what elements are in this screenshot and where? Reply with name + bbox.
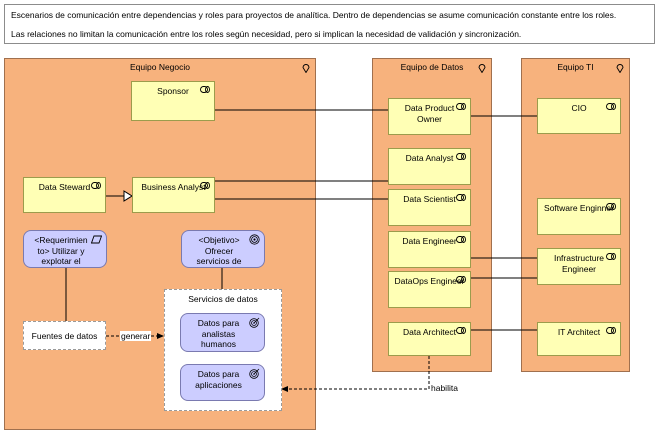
role-label: Data Architect [403, 327, 456, 337]
goal-label: <Objetivo> Ofrecer servicios de [196, 235, 242, 267]
group-title-negocio: Equipo Negocio [129, 62, 190, 72]
business-role-icon [456, 103, 466, 110]
note-line-2: Las relaciones no limitan la comunicació… [11, 29, 522, 40]
business-role-icon [456, 276, 466, 283]
business-role-icon [456, 153, 466, 160]
business-role-icon [91, 182, 101, 189]
edge-label-habilita: habilita [430, 383, 459, 393]
role-label: Software Enginner [544, 203, 614, 213]
specialization-arrowhead [123, 190, 133, 202]
goal-target-icon [249, 234, 260, 245]
fuentes-label: Fuentes de datos [31, 330, 98, 341]
role-sponsor[interactable]: Sponsor [131, 81, 215, 121]
role-label: Infrastructure Engineer [553, 253, 605, 274]
outcome-datos-analistas[interactable]: Datos para analistas humanos [180, 313, 265, 352]
outcome-label: Datos para aplicaciones [195, 369, 242, 390]
outcome-label: Datos para analistas humanos [197, 318, 240, 350]
role-data-scientist[interactable]: Data Scientist [388, 189, 471, 226]
role-label: Sponsor [157, 86, 189, 96]
business-role-icon [456, 327, 466, 334]
business-role-icon [200, 86, 210, 93]
role-data-analyst[interactable]: Data Analyst [388, 148, 471, 185]
requirement-label: <Requerimien to> Utilizar y explotar el [34, 235, 88, 267]
role-label: IT Architect [557, 327, 601, 337]
group-title-datos: Equipo de Datos [400, 62, 464, 72]
edge-habilita [282, 356, 430, 390]
business-role-icon [200, 182, 210, 189]
fuentes-de-datos-box[interactable]: Fuentes de datos [23, 321, 106, 350]
role-software-engineer[interactable]: Software Enginner [537, 198, 621, 235]
role-data-product-owner[interactable]: Data Product Owner [388, 98, 471, 135]
role-infrastructure-engineer[interactable]: Infrastructure Engineer [537, 248, 621, 285]
role-dataops-engineer[interactable]: DataOps Engineer [388, 271, 471, 308]
role-label: Business Analyst [141, 182, 206, 192]
role-it-architect[interactable]: IT Architect [537, 322, 621, 356]
role-data-steward[interactable]: Data Steward [23, 177, 106, 213]
role-label: Data Product Owner [404, 103, 455, 124]
role-cio[interactable]: CIO [537, 98, 621, 134]
business-role-icon [606, 203, 616, 210]
business-role-icon [606, 103, 616, 110]
requirement-utilizar-explotar[interactable]: <Requerimien to> Utilizar y explotar el [23, 230, 107, 268]
group-title-ti: Equipo TI [557, 62, 594, 72]
role-label: Data Engineer [402, 236, 457, 246]
servicios-title: Servicios de datos [188, 294, 258, 304]
edge-label-generar: generar [120, 331, 152, 341]
location-pin-icon [302, 64, 310, 73]
goal-ofrecer-servicios[interactable]: <Objetivo> Ofrecer servicios de [181, 230, 265, 268]
business-role-icon [456, 236, 466, 243]
business-role-icon [606, 253, 616, 260]
role-data-engineer[interactable]: Data Engineer [388, 231, 471, 268]
outcome-datos-aplicaciones[interactable]: Datos para aplicaciones [180, 364, 265, 401]
location-pin-icon [616, 64, 624, 73]
role-data-architect[interactable]: Data Architect [388, 322, 471, 356]
generar-arrowhead [157, 333, 164, 339]
note-line-1: Escenarios de comunicación entre depende… [11, 10, 617, 20]
role-label: Data Scientist [403, 194, 456, 204]
role-label: Data Analyst [405, 153, 454, 163]
requirement-parallelogram-icon [91, 235, 102, 244]
role-label: Data Steward [38, 182, 91, 192]
role-business-analyst[interactable]: Business Analyst [132, 177, 215, 213]
description-note: Escenarios de comunicación entre depende… [4, 4, 655, 44]
business-role-icon [456, 194, 466, 201]
role-label: DataOps Engineer [394, 276, 465, 286]
outcome-target-arrow-icon [249, 368, 260, 379]
role-label: CIO [571, 103, 587, 113]
business-role-icon [606, 327, 616, 334]
location-pin-icon [478, 64, 486, 73]
habilita-arrowhead [281, 386, 288, 392]
outcome-target-arrow-icon [249, 317, 260, 328]
